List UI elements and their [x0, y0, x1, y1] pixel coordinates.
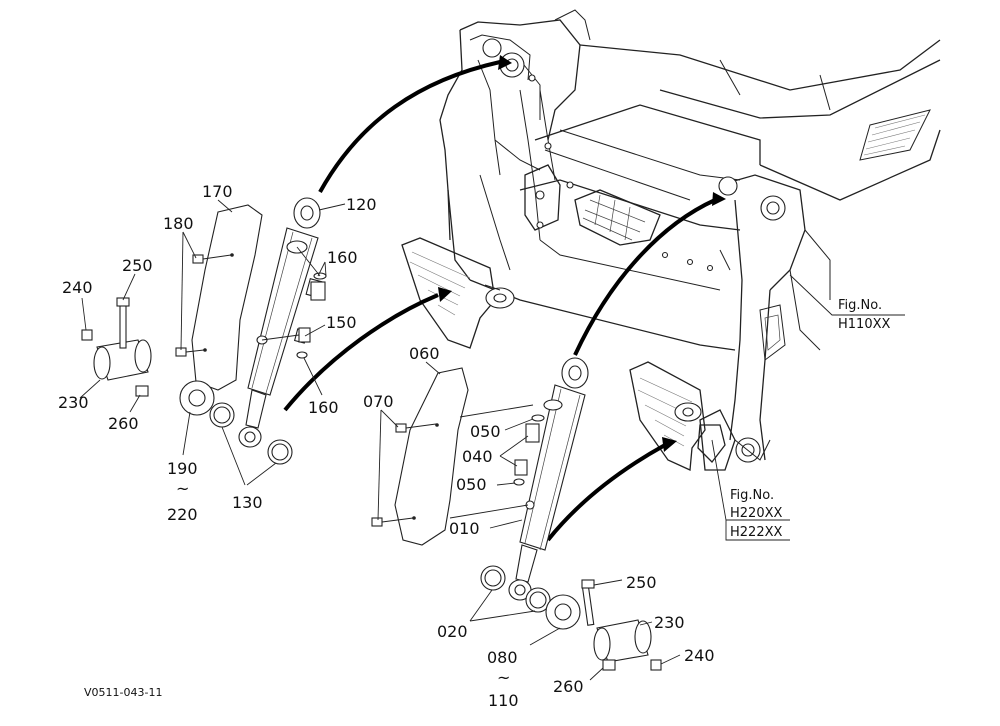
- label-180: 180: [163, 214, 194, 233]
- right-fittings: [513, 414, 545, 486]
- drawing-code: V0511-043-11: [84, 686, 162, 699]
- fig-ref-2-title: Fig.No.: [730, 488, 774, 503]
- label-070: 070: [363, 392, 394, 411]
- label-010: 010: [449, 519, 480, 538]
- assembly-arrows: [283, 55, 726, 542]
- label-050-upper: 050: [470, 422, 501, 441]
- label-170: 170: [202, 182, 233, 201]
- label-130: 130: [232, 493, 263, 512]
- label-240-right: 240: [684, 646, 715, 665]
- fig-ref-2-code-2: H222XX: [730, 525, 782, 540]
- leader-lines: [79, 199, 905, 681]
- label-150: 150: [326, 313, 357, 332]
- label-tilde-right: ~: [497, 668, 510, 687]
- label-230-left: 230: [58, 393, 89, 412]
- left-mount-bracket: [401, 237, 515, 349]
- right-hydraulic-cylinder: [508, 357, 589, 601]
- label-260-left: 260: [108, 414, 139, 433]
- label-160-upper: 160: [327, 248, 358, 267]
- loader-frame: [401, 9, 941, 471]
- label-110: 110: [488, 691, 519, 710]
- label-040: 040: [462, 447, 493, 466]
- label-120: 120: [346, 195, 377, 214]
- fig-ref-2-code-1: H220XX: [730, 506, 782, 521]
- label-250-right: 250: [626, 573, 657, 592]
- label-230-right: 230: [654, 613, 685, 632]
- callout-labels: 120 170 180 160 150 160 250 240 230 260 …: [58, 182, 890, 710]
- label-190: 190: [167, 459, 198, 478]
- label-080: 080: [487, 648, 518, 667]
- left-washers: [179, 380, 293, 465]
- label-250-left: 250: [122, 256, 153, 275]
- label-tilde-left: ~: [176, 479, 189, 498]
- label-160-lower: 160: [308, 398, 339, 417]
- label-060: 060: [409, 344, 440, 363]
- label-020: 020: [437, 622, 468, 641]
- fig-ref-1-title: Fig.No.: [838, 298, 882, 313]
- right-mount-bracket: [629, 361, 726, 471]
- left-guard-plate: [191, 204, 263, 391]
- step-plate: [574, 189, 661, 246]
- label-050-lower: 050: [456, 475, 487, 494]
- fig-ref-1-code: H110XX: [838, 317, 890, 332]
- label-240-left: 240: [62, 278, 93, 297]
- right-pivot-pin: [581, 579, 662, 671]
- label-220: 220: [167, 505, 198, 524]
- right-washers: [480, 565, 581, 630]
- left-pivot-pin: [81, 297, 152, 397]
- label-260-right: 260: [553, 677, 584, 696]
- right-guard-plate: [394, 367, 469, 546]
